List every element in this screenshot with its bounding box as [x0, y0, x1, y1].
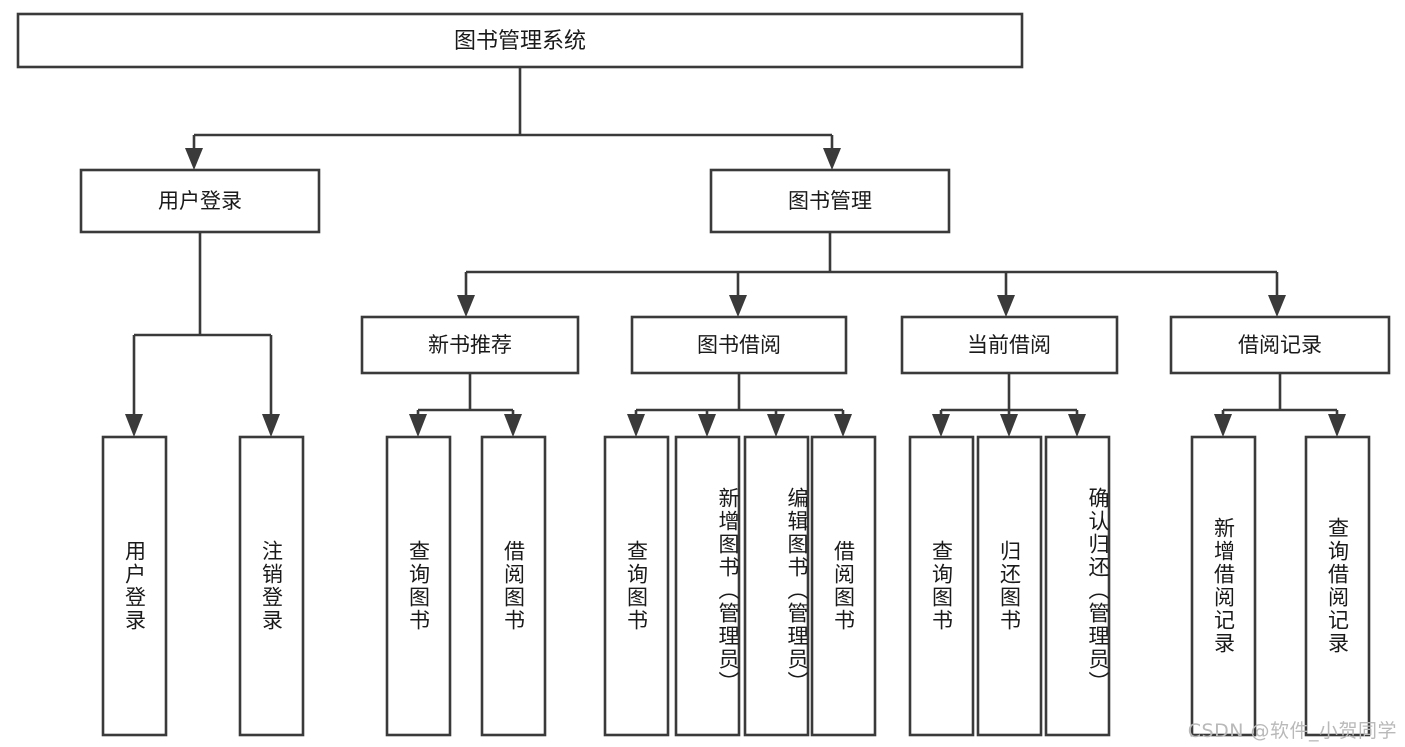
leaf-box-current-confirm[interactable]	[1044, 435, 1111, 737]
connectors	[125, 67, 1346, 437]
node-new-book-recommend-label: 新书推荐	[428, 333, 512, 357]
node-user-login[interactable]: 用户登录	[79, 168, 321, 234]
arrowhead-records-query	[1328, 414, 1346, 437]
leaf-box-records-query[interactable]	[1304, 435, 1371, 737]
arrowhead-records-add	[1214, 414, 1232, 437]
arrowhead-borrow-edit	[767, 414, 785, 437]
node-book-management-box[interactable]	[709, 168, 951, 234]
leaf-box-borrow-edit[interactable]	[743, 435, 810, 737]
leaf-box-newbooks-query[interactable]	[385, 435, 452, 737]
leaf-nodes	[101, 435, 1371, 737]
node-new-book-recommend-box[interactable]	[360, 315, 580, 375]
node-root-box[interactable]	[16, 12, 1024, 69]
arrowhead-newbooks-borrow	[504, 414, 522, 437]
node-current-borrow-label: 当前借阅	[967, 333, 1051, 357]
arrowhead-newbooks	[457, 295, 475, 317]
node-book-management-label: 图书管理	[788, 189, 872, 213]
arrowhead-current	[997, 295, 1015, 317]
arrowhead-borrow-query	[627, 414, 645, 437]
leaf-box-borrow-add[interactable]	[674, 435, 741, 737]
node-user-login-label: 用户登录	[158, 189, 242, 213]
node-user-login-box[interactable]	[79, 168, 321, 234]
leaf-box-records-add[interactable]	[1190, 435, 1257, 737]
arrowhead-borrow-lend	[834, 414, 852, 437]
arrowhead-newbooks-query	[409, 414, 427, 437]
node-root-label: 图书管理系统	[454, 29, 586, 54]
node-book-borrow-label: 图书借阅	[697, 333, 781, 357]
node-current-borrow[interactable]: 当前借阅	[900, 315, 1119, 375]
node-book-management[interactable]: 图书管理	[709, 168, 951, 234]
leaf-box-newbooks-borrow[interactable]	[480, 435, 547, 737]
arrowhead-current-return	[1000, 414, 1018, 437]
arrowhead-records	[1268, 295, 1286, 317]
arrowhead-leaf-user-login	[125, 414, 143, 437]
arrowhead-root-to-bookmgmt	[823, 148, 841, 170]
node-borrow-records-label: 借阅记录	[1238, 333, 1322, 357]
leaf-box-current-return[interactable]	[976, 435, 1043, 737]
node-root[interactable]: 图书管理系统	[16, 12, 1024, 69]
arrowhead-root-to-userlogin	[185, 148, 203, 170]
leaf-box-borrow-lend[interactable]	[810, 435, 877, 737]
arrowhead-current-confirm	[1068, 414, 1086, 437]
node-new-book-recommend[interactable]: 新书推荐	[360, 315, 580, 375]
watermark-text: CSDN @软件_小贺同学	[1187, 720, 1397, 742]
leaf-box-user-login[interactable]	[101, 435, 168, 737]
leaf-box-current-query[interactable]	[908, 435, 975, 737]
leaf-box-user-logout[interactable]	[238, 435, 305, 737]
arrowhead-leaf-user-logout	[262, 414, 280, 437]
arrowhead-current-query	[932, 414, 950, 437]
node-borrow-records[interactable]: 借阅记录	[1169, 315, 1391, 375]
node-book-borrow[interactable]: 图书借阅	[630, 315, 848, 375]
node-current-borrow-box[interactable]	[900, 315, 1119, 375]
arrowhead-borrow	[729, 295, 747, 317]
node-book-borrow-box[interactable]	[630, 315, 848, 375]
arrowhead-borrow-add	[698, 414, 716, 437]
node-borrow-records-box[interactable]	[1169, 315, 1391, 375]
leaf-box-borrow-query[interactable]	[603, 435, 670, 737]
